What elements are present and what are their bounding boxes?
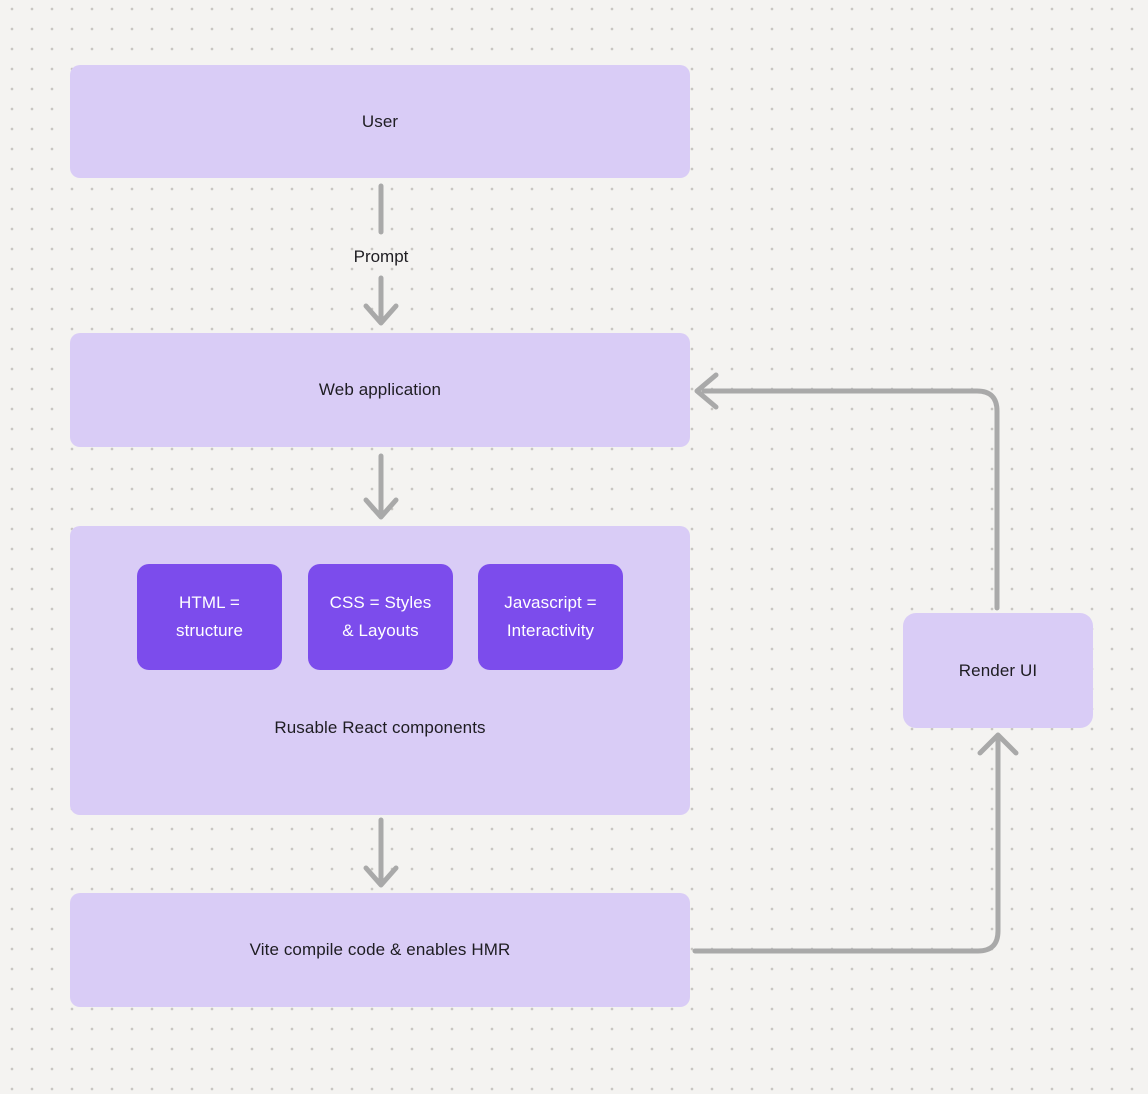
node-vite-label: Vite compile code & enables HMR bbox=[249, 940, 511, 959]
arrow-webapp-to-components bbox=[363, 453, 399, 520]
node-components-group: HTML = structure CSS = Styles & Layouts … bbox=[70, 526, 690, 815]
node-web-application: Web application bbox=[70, 333, 690, 447]
node-render-ui: Render UI bbox=[903, 613, 1093, 728]
node-web-application-label: Web application bbox=[318, 380, 442, 399]
node-user: User bbox=[70, 65, 690, 178]
arrow-head-left-icon bbox=[694, 372, 719, 410]
arrow-shaft bbox=[692, 738, 1001, 954]
chip-html: HTML = structure bbox=[137, 564, 282, 670]
chip-css-label: CSS = Styles & Layouts bbox=[329, 593, 432, 640]
arrow-head-down-icon bbox=[363, 303, 399, 326]
edge-label-prompt: Prompt bbox=[353, 247, 409, 266]
arrow-shaft bbox=[701, 388, 1000, 611]
components-caption: Rusable React components bbox=[274, 718, 486, 737]
arrow-head-down-icon bbox=[363, 865, 399, 888]
chip-javascript: Javascript = Interactivity bbox=[478, 564, 623, 670]
arrow-components-to-vite bbox=[363, 817, 399, 888]
node-vite: Vite compile code & enables HMR bbox=[70, 893, 690, 1007]
chip-css: CSS = Styles & Layouts bbox=[308, 564, 453, 670]
arrow-renderui-to-webapp bbox=[694, 372, 1000, 611]
node-user-label: User bbox=[361, 111, 399, 131]
node-render-ui-label: Render UI bbox=[958, 660, 1038, 680]
arrow-head-up-icon bbox=[977, 732, 1019, 756]
chip-html-label: HTML = structure bbox=[175, 593, 244, 640]
arrow-vite-to-renderui bbox=[692, 732, 1019, 954]
arrow-head-down-icon bbox=[363, 497, 399, 520]
chip-javascript-label: Javascript = Interactivity bbox=[504, 593, 597, 640]
